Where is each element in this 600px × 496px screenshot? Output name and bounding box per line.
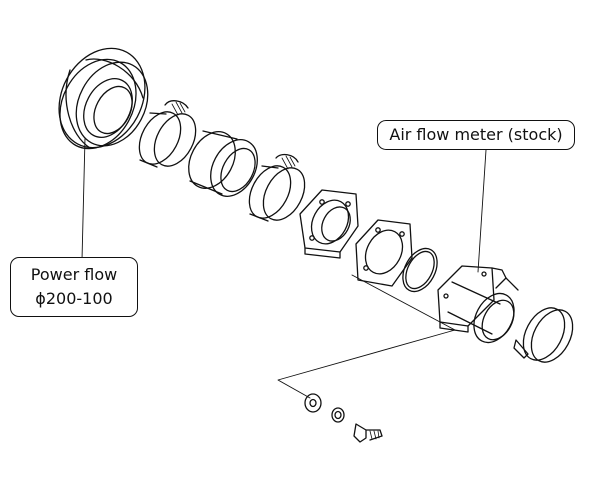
adapter-flange bbox=[299, 189, 359, 259]
gasket bbox=[355, 219, 413, 287]
power-flow-callout: Power flow ϕ200-100 bbox=[10, 257, 138, 317]
bolt bbox=[353, 423, 383, 443]
power-flow-size-label: ϕ200-100 bbox=[35, 289, 113, 308]
power-flow-label: Power flow bbox=[30, 265, 118, 284]
washer bbox=[304, 393, 322, 413]
air-flow-meter bbox=[437, 265, 519, 344]
hose-clamp-3 bbox=[513, 307, 574, 363]
air-flow-meter-callout: Air flow meter (stock) bbox=[377, 120, 575, 150]
air-flow-meter-label: Air flow meter (stock) bbox=[389, 125, 563, 144]
leader-lines bbox=[81, 137, 487, 399]
power-flow-filter bbox=[58, 47, 149, 150]
spring-washer bbox=[331, 407, 345, 423]
coupling-pipe bbox=[188, 130, 258, 197]
o-ring bbox=[402, 247, 438, 293]
hose-clamp-2 bbox=[248, 153, 306, 222]
hose-clamp-1 bbox=[138, 100, 197, 168]
